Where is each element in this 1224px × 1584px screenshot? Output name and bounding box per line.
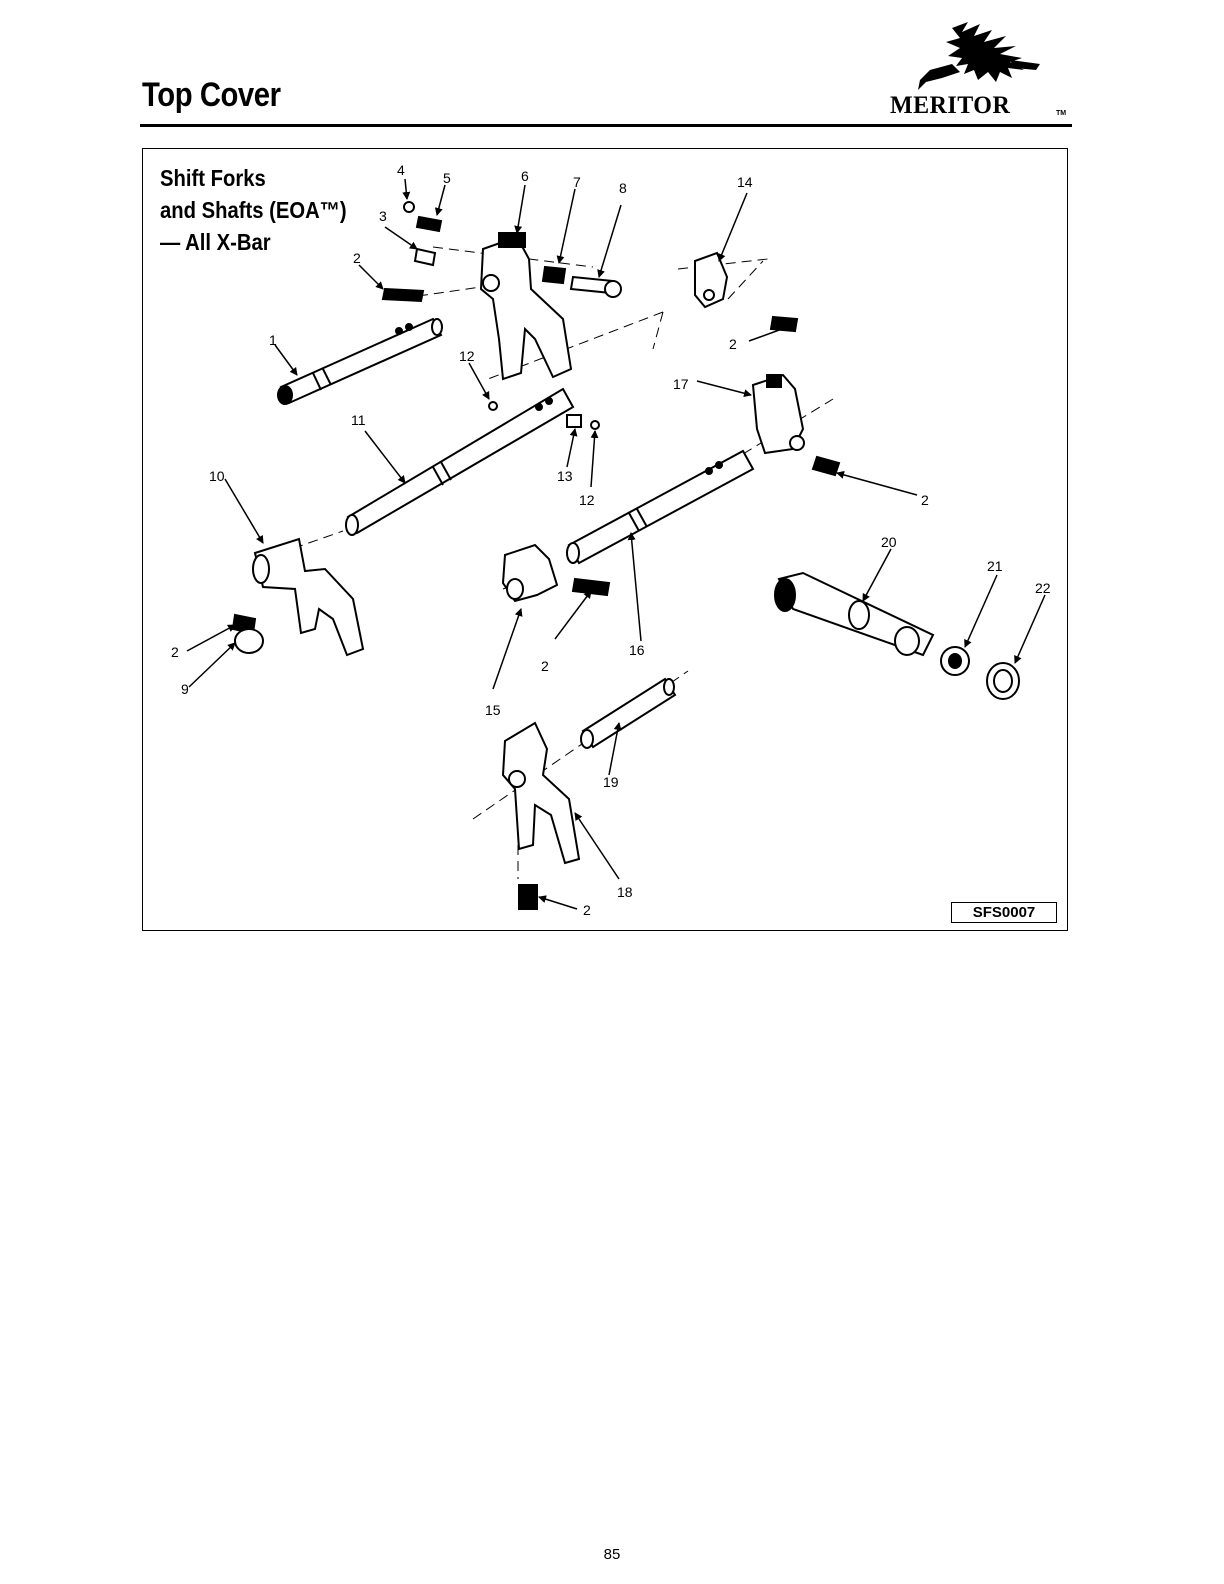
trademark-mark: TM xyxy=(1056,110,1067,117)
callout-2-left: 2 xyxy=(171,644,179,660)
callout-19: 19 xyxy=(603,774,619,790)
callout-labels: 4 5 6 7 8 14 3 2 1 12 2 17 11 10 13 12 2… xyxy=(171,162,1051,918)
exploded-view-figure: Shift Forks and Shafts (EOA™) — All X-Ba… xyxy=(142,148,1068,931)
part-fork-18 xyxy=(501,721,581,865)
small-hardware xyxy=(231,201,841,910)
part-ball-12a xyxy=(488,401,498,411)
callout-12-upper: 12 xyxy=(459,348,475,364)
part-shaft-11 xyxy=(345,387,575,536)
figure-title: Shift Forks and Shafts (EOA™) — All X-Ba… xyxy=(160,162,347,258)
figure-title-line-3: — All X-Bar xyxy=(160,229,271,255)
part-shaft-19 xyxy=(580,677,677,749)
part-plunger-20 xyxy=(774,571,935,657)
callout-3: 3 xyxy=(379,208,387,224)
callout-12-lower: 12 xyxy=(579,492,595,508)
part-fork-17 xyxy=(751,373,805,455)
part-bolt-2d xyxy=(571,577,611,597)
part-fork-14 xyxy=(694,251,729,309)
part-cap-9 xyxy=(234,628,264,654)
callout-10: 10 xyxy=(209,468,225,484)
callout-17: 17 xyxy=(673,376,689,392)
part-ball-12b xyxy=(590,420,600,430)
leader-arrows xyxy=(186,178,1046,910)
callout-5: 5 xyxy=(443,170,451,186)
part-bolt-2f xyxy=(518,884,538,910)
part-fork-10 xyxy=(252,537,365,657)
callout-16: 16 xyxy=(629,642,645,658)
callout-6: 6 xyxy=(521,168,529,184)
callout-21: 21 xyxy=(987,558,1003,574)
header-rule xyxy=(140,124,1072,127)
parts-diagram: 4 5 6 7 8 14 3 2 1 12 2 17 11 10 13 12 2… xyxy=(171,162,1051,918)
part-spring-7 xyxy=(541,265,567,285)
part-fork-15 xyxy=(501,543,559,603)
callout-20: 20 xyxy=(881,534,897,550)
callout-18: 18 xyxy=(617,884,633,900)
callout-7: 7 xyxy=(573,174,581,190)
part-spring-5 xyxy=(415,215,443,233)
callout-11: 11 xyxy=(351,412,366,428)
part-bolt-2a xyxy=(381,287,425,303)
page-title: Top Cover xyxy=(142,76,281,114)
callout-9: 9 xyxy=(181,681,189,697)
part-shift-fork-6 xyxy=(479,232,573,381)
figure-title-line-1: Shift Forks xyxy=(160,165,266,191)
brand-wordmark: MERITOR xyxy=(890,92,1011,119)
page-number: 85 xyxy=(603,1546,621,1563)
callout-2-top: 2 xyxy=(353,250,361,266)
part-shaft-1 xyxy=(277,317,443,405)
callout-13: 13 xyxy=(557,468,573,484)
callout-4: 4 xyxy=(397,162,405,178)
part-bolt-2c xyxy=(811,455,841,477)
figure-code-box: SFS0007 xyxy=(951,902,1057,923)
part-clip-3 xyxy=(413,247,437,267)
figure-title-line-2: and Shafts (EOA™) xyxy=(160,197,347,223)
part-cap-22 xyxy=(986,662,1020,700)
callout-14: 14 xyxy=(737,174,753,190)
callout-2-right-upper: 2 xyxy=(729,336,737,352)
meritor-logo: MERITOR TM xyxy=(890,20,1075,120)
part-nut-21 xyxy=(940,646,970,676)
part-shaft-16 xyxy=(566,449,755,565)
part-pin-8-head xyxy=(604,280,622,298)
callout-8: 8 xyxy=(619,180,627,196)
callout-2-center: 2 xyxy=(541,658,549,674)
part-pin-13 xyxy=(566,414,582,428)
bull-icon xyxy=(918,22,1040,90)
callout-2-right-middle: 2 xyxy=(921,492,929,508)
callout-22: 22 xyxy=(1035,580,1051,596)
callout-15: 15 xyxy=(485,702,501,718)
callout-1: 1 xyxy=(269,332,277,348)
part-ball-4 xyxy=(403,201,415,213)
callout-2-bottom: 2 xyxy=(583,902,591,918)
